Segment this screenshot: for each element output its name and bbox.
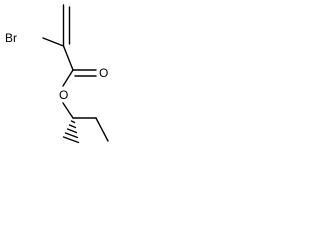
carbonyl-oxygen-label: O: [99, 66, 108, 80]
ester-oxygen-chiral-bond: [62, 102, 74, 119]
bromine-bond: [42, 37, 65, 47]
carbonyl-ester-oxygen-bond: [62, 69, 74, 87]
bromine-atom-label: Br: [5, 31, 17, 45]
alpha-carbonyl-bond: [62, 45, 74, 71]
ethyl-methyl-bond: [95, 117, 109, 142]
hashed-wedge-methyl: [62, 120, 80, 144]
chemical-structure: Br O O: [5, 4, 109, 144]
ester-oxygen-label: O: [59, 88, 68, 102]
